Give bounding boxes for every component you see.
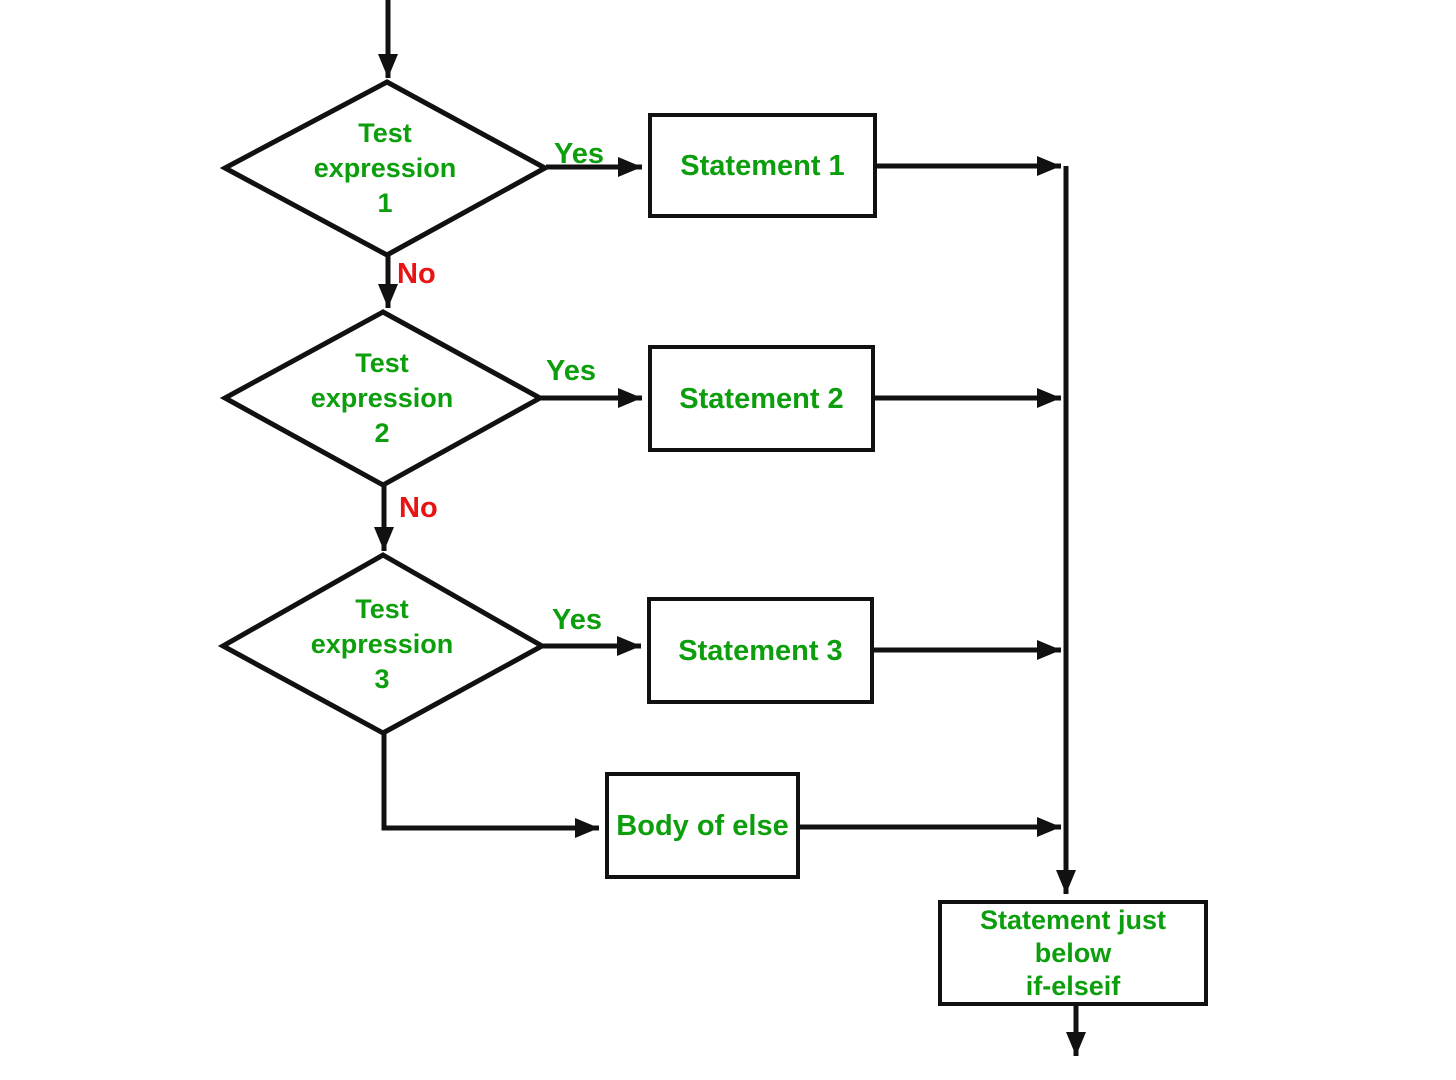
yes-1-label: Yes [554,138,604,170]
yes-2-label: Yes [546,355,596,387]
statement-3-box: Statement 3 [647,597,874,704]
no-1-label: No [397,258,436,290]
end-statement-box: Statement just below if-elseif [938,900,1208,1006]
statement-2-box: Statement 2 [648,345,875,452]
else-body-box: Body of else [605,772,800,879]
statement-1-box: Statement 1 [648,113,877,218]
decision-1-diamond [219,79,551,258]
yes-3-label: Yes [552,604,602,636]
else-arrow [381,733,599,838]
decision-2-diamond [219,309,546,488]
decision-3-diamond [217,552,548,736]
no-2-label: No [399,492,438,524]
